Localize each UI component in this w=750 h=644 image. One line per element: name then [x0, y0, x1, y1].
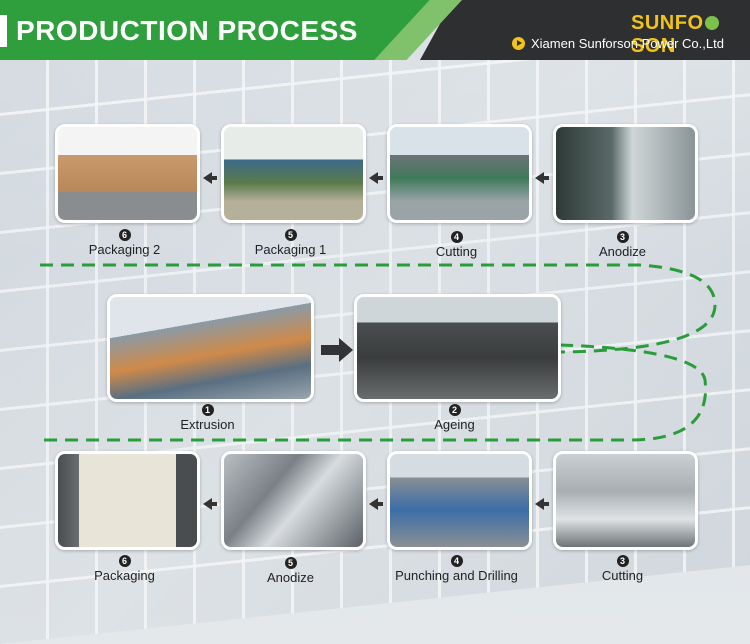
- sunforson-logo: SUNFOSON: [631, 12, 750, 58]
- sun-icon: [704, 16, 719, 30]
- step-name: Extrusion: [180, 417, 235, 432]
- step-number: 5: [284, 557, 297, 569]
- logo-text-left: SUNFO: [631, 12, 704, 34]
- step-name: Cutting: [435, 244, 478, 259]
- step-number: 3: [616, 231, 629, 243]
- photo-ageing: [354, 294, 561, 402]
- step-name: Packaging 1: [254, 242, 327, 257]
- step-number: 1: [201, 404, 214, 416]
- company-name-text: Xiamen Sunforson Power Co.,Ltd: [531, 36, 724, 51]
- step-number: 4: [450, 555, 463, 567]
- step-name: Anodize: [599, 244, 646, 259]
- header-dark-band: [420, 0, 750, 60]
- page-title: PRODUCTION PROCESS: [16, 15, 358, 46]
- photo-extrusion: [107, 294, 314, 402]
- photo-cutting-top: [387, 124, 532, 223]
- arrow-left-icon: [369, 172, 383, 184]
- arrow-left-icon: [535, 498, 549, 510]
- arrow-left-icon: [203, 498, 217, 510]
- step-name: Packaging 2: [88, 242, 161, 257]
- step-number: 4: [450, 231, 463, 243]
- step-number: 3: [616, 555, 629, 567]
- photo-anodize-bottom: [221, 451, 366, 550]
- play-icon: [512, 37, 525, 50]
- arrow-left-icon: [535, 172, 549, 184]
- title-marker: [0, 15, 7, 47]
- photo-packaging-2: [55, 124, 200, 223]
- step-name: Packaging: [94, 568, 155, 583]
- step-number: 5: [284, 229, 297, 241]
- step-number: 2: [448, 404, 461, 416]
- step-number: 6: [118, 229, 131, 241]
- step-name: Anodize: [267, 570, 314, 585]
- logo-text-right: SON: [631, 35, 676, 57]
- photo-punching-drilling: [387, 451, 532, 550]
- photo-anodize-top: [553, 124, 698, 223]
- photo-packaging: [55, 451, 200, 550]
- step-name: Punching and Drilling: [395, 568, 518, 583]
- arrow-right-icon: [321, 338, 353, 362]
- company-name: Xiamen Sunforson Power Co.,Ltd: [512, 36, 724, 51]
- photo-cutting-bottom: [553, 451, 698, 550]
- photo-packaging-1: [221, 124, 366, 223]
- header-green-band: [0, 0, 460, 60]
- arrow-left-icon: [369, 498, 383, 510]
- arrow-left-icon: [203, 172, 217, 184]
- step-name: Cutting: [601, 568, 644, 583]
- step-number: 6: [118, 555, 131, 567]
- step-name: Ageing: [434, 417, 475, 432]
